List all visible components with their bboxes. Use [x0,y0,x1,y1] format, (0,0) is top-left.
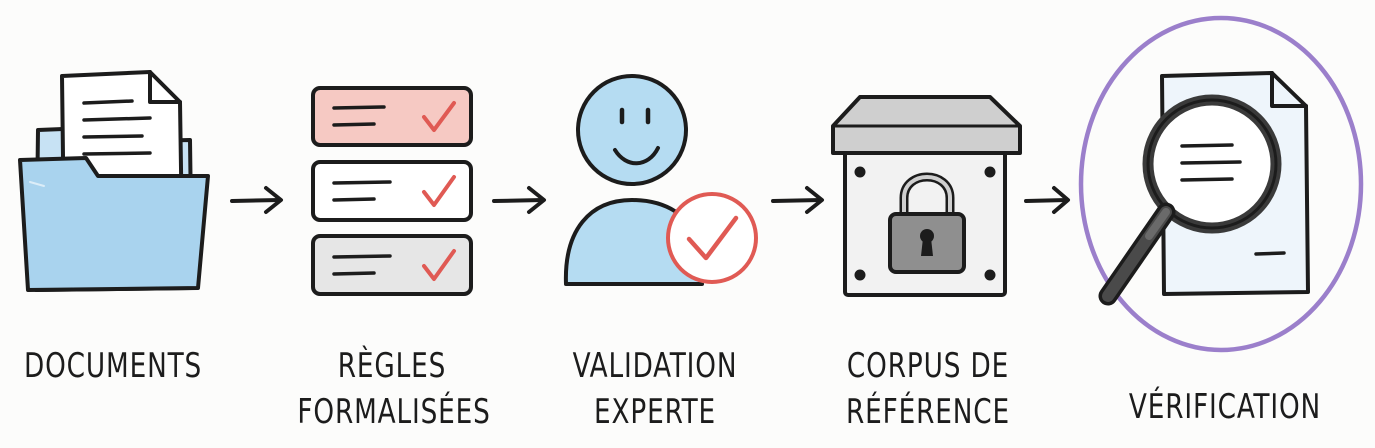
locked-archive-box-icon [831,95,1022,297]
label-line: VÉRIFICATION [1128,387,1322,427]
label-line: RÈGLES [337,346,447,386]
label-line: DOCUMENTS [24,346,203,386]
step-label-validation: VALIDATION EXPERTE [560,343,749,435]
flow-arrow [230,186,283,214]
checked-rules-stack-icon [311,86,473,296]
label-line: RÉFÉRENCE [846,392,1010,432]
flow-arrow [492,186,546,214]
label-line: VALIDATION [572,346,738,386]
folder-with-document-icon [18,70,210,292]
label-line: FORMALISÉES [297,392,491,432]
label-line: CORPUS DE [846,346,1010,386]
flow-arrow [1024,186,1070,214]
step-label-documents: DOCUMENTS [24,343,203,389]
label-line: EXPERTE [594,392,716,432]
expert-check-icon [563,74,758,286]
flow-arrow [771,186,824,214]
verification-highlight-circle [1078,15,1364,353]
step-label-corpus: CORPUS DE RÉFÉRENCE [833,343,1022,435]
document-magnifier-icon [1098,71,1310,306]
step-label-regles: RÈGLES FORMALISÉES [297,343,491,435]
step-label-verification: VÉRIFICATION [1118,384,1333,430]
